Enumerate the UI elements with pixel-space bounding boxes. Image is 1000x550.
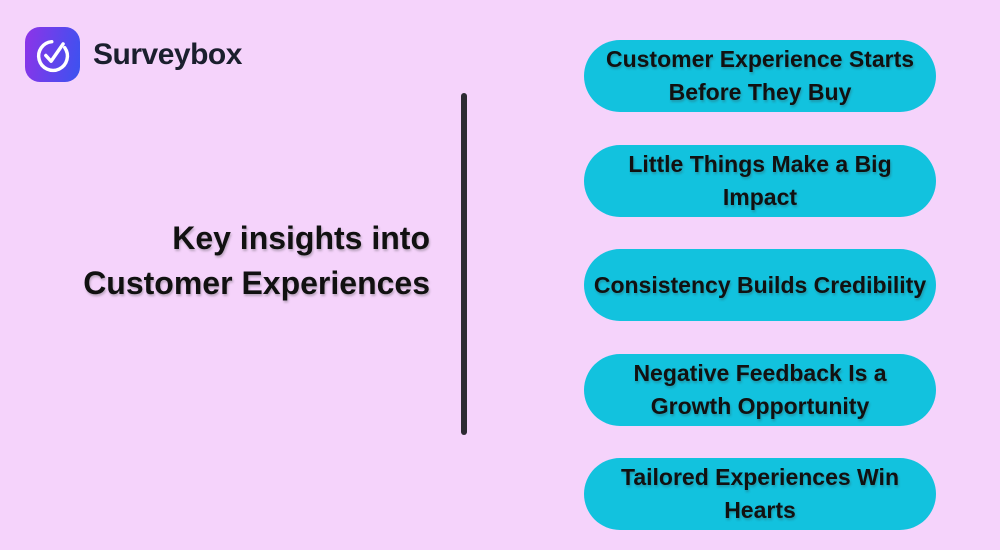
insight-pill-label-line: Consistency Builds Credibility bbox=[593, 271, 927, 298]
surveybox-logo-mark bbox=[25, 27, 80, 82]
insight-pill-negative-feedback[interactable]: Negative Feedback Is a Growth Opportunit… bbox=[584, 353, 936, 426]
insight-pill-consistency[interactable]: Consistency Builds Credibility bbox=[584, 249, 936, 321]
vertical-divider bbox=[461, 93, 467, 435]
page-title-line-2: Customer Experiences bbox=[83, 265, 430, 301]
page-title-line-1: Key insights into bbox=[172, 220, 430, 256]
insight-pill-customer-experience-starts[interactable]: Customer Experience Starts Before They B… bbox=[584, 40, 936, 112]
insight-pill-label-line: Growth Opportunity bbox=[650, 392, 870, 419]
brand-logo: Surveybox bbox=[25, 27, 242, 82]
insight-pill-label-line: Little Things Make a Big bbox=[628, 150, 892, 177]
brand-name: Surveybox bbox=[93, 37, 242, 71]
page-title: Key insights into Customer Experiences bbox=[83, 216, 430, 306]
insight-pill-label-line: Before They Buy bbox=[668, 79, 852, 105]
insight-pill-label-line: Customer Experience Starts bbox=[605, 46, 915, 72]
insight-pill-tailored-experiences[interactable]: Tailored Experiences Win Hearts bbox=[584, 458, 936, 530]
insight-pill-label-line: Tailored Experiences Win bbox=[620, 464, 899, 490]
check-circle-icon bbox=[36, 39, 69, 72]
insight-pill-little-things[interactable]: Little Things Make a Big Impact bbox=[584, 144, 936, 217]
insights-list: Customer Experience Starts Before They B… bbox=[584, 40, 936, 530]
insight-pill-label-line: Hearts bbox=[724, 497, 796, 523]
insight-pill-label-line: Impact bbox=[722, 183, 798, 210]
insight-pill-label-line: Negative Feedback Is a bbox=[633, 359, 887, 386]
